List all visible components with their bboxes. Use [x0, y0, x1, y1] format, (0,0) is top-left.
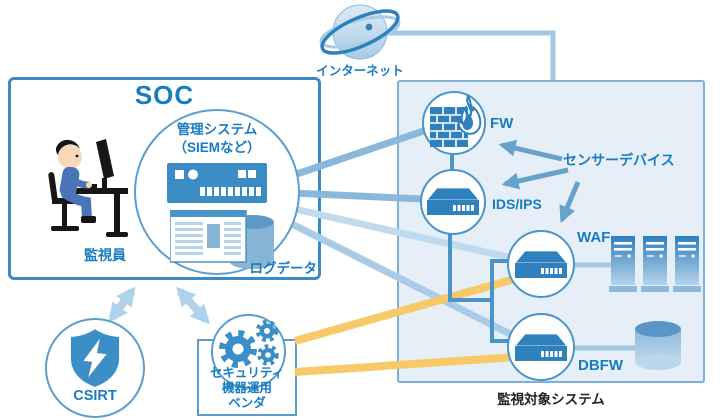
fw-label: FW — [490, 115, 514, 132]
internet-label: インターネット — [316, 64, 404, 78]
soc-vendor-double-arrow — [176, 286, 210, 325]
vendor-line3: ベンダ — [228, 396, 266, 410]
vendor-label: セキュリティ 機器運用 ベンダ — [197, 366, 297, 411]
vendor-line1: セキュリティ — [209, 366, 285, 380]
waf-appliance-icon — [514, 250, 568, 278]
sensor-to-waf-arrow — [559, 181, 581, 224]
soc-title: SOC — [134, 80, 195, 110]
csirt-label: CSIRT — [73, 388, 117, 404]
database-icon — [635, 321, 681, 370]
vendor-to-dbfw-line — [294, 353, 517, 376]
vendor-gears-icon — [219, 319, 279, 368]
csirt-shield-icon — [70, 329, 120, 387]
ids-ips-label: IDS/IPS — [492, 196, 542, 212]
web-servers-icon — [609, 236, 701, 292]
waf-label: WAF — [577, 229, 611, 246]
siem-server-icon — [167, 163, 267, 203]
siem-to-waf-line — [289, 204, 531, 266]
monitored-system-caption: 監視対象システム — [497, 392, 605, 407]
vendor-to-waf-line — [293, 274, 520, 345]
sensor-device-label: センサーデバイス — [563, 152, 675, 168]
firewall-icon — [430, 95, 482, 147]
ids-ips-appliance-icon — [426, 187, 480, 215]
log-data-icon — [170, 210, 274, 269]
internet-to-box-line — [388, 30, 556, 80]
vendor-line2: 機器運用 — [221, 381, 272, 395]
management-system-line1: 管理システム — [176, 122, 258, 137]
soc-csirt-double-arrow — [108, 286, 136, 323]
operator-label: 監視員 — [84, 247, 126, 263]
log-data-label: ログデータ — [249, 261, 318, 276]
management-system-line2: （SIEMなど） — [173, 140, 261, 155]
management-system-label: 管理システム （SIEMなど） — [134, 121, 300, 157]
dbfw-appliance-icon — [514, 333, 568, 361]
sensor-to-fw-arrow — [498, 139, 563, 162]
ids-to-waf-dbfw-line — [448, 230, 510, 343]
sensor-to-ids-arrow — [501, 167, 569, 190]
internet-globe-icon — [319, 4, 401, 60]
siem-to-ids-line — [291, 189, 446, 204]
dbfw-label: DBFW — [578, 357, 623, 374]
siem-to-dbfw-line — [284, 217, 532, 348]
operator-person-icon — [48, 139, 128, 237]
